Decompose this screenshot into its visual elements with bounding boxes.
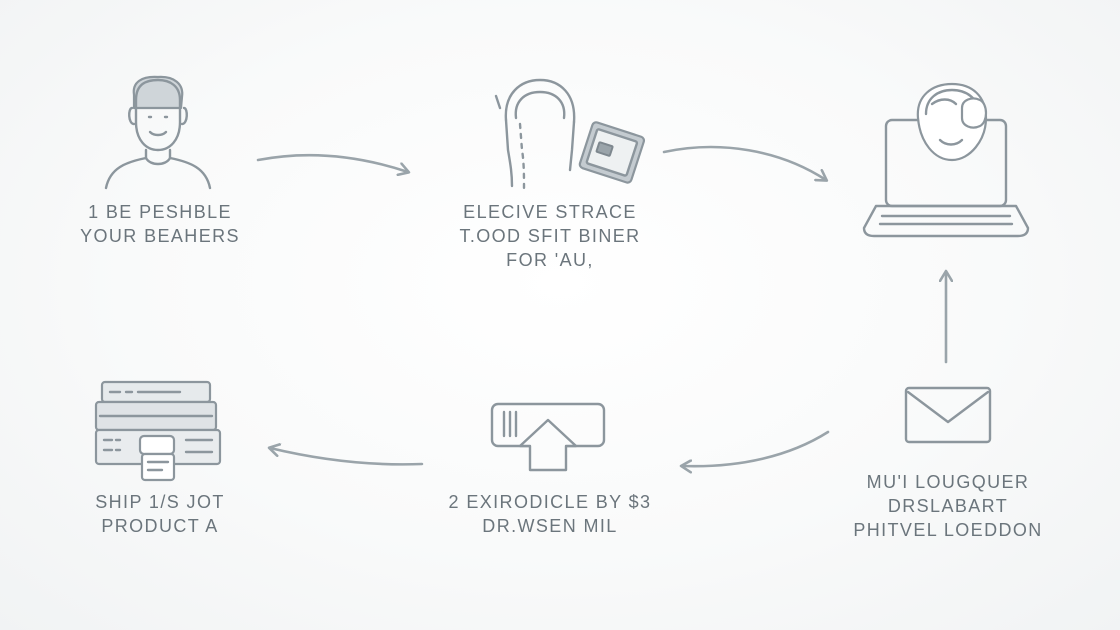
laptop-support-icon bbox=[862, 82, 1030, 238]
agent-label-line-2: T.OOD SFIT BINER bbox=[459, 226, 641, 246]
shipping-label: SHIP 1/S JOT PRODUCT A bbox=[60, 490, 260, 538]
arrow-customer-to-agent bbox=[256, 153, 408, 172]
mail-label-line-1: MU'I LOUGQUER bbox=[866, 472, 1030, 492]
shipping-label-line-2: PRODUCT A bbox=[101, 516, 219, 536]
agent-label-line-3: FOR 'AU, bbox=[506, 250, 594, 270]
mail-label: MU'I LOUGQUER DRSLABART PHITVEL LOEDDON bbox=[836, 470, 1060, 542]
mail-label-line-2: DRSLABART bbox=[887, 496, 1009, 516]
arrow-agent-to-computer bbox=[662, 145, 826, 180]
checkout-label: 2 EXIRODICLE BY $3 DR.WSEN MIL bbox=[420, 490, 680, 538]
agent-label: ELECIVE STRACE T.OOD SFIT BINER FOR 'AU, bbox=[440, 200, 660, 272]
envelope-icon bbox=[904, 386, 992, 444]
person-icon bbox=[104, 75, 212, 190]
checkout-label-line-2: DR.WSEN MIL bbox=[482, 516, 618, 536]
headset-agent-icon bbox=[494, 78, 646, 190]
customer-label-line-1: 1 BE PESHBLE bbox=[88, 202, 232, 222]
arrow-checkout-to-shipping bbox=[270, 448, 424, 466]
mail-label-line-3: PHITVEL LOEDDON bbox=[853, 520, 1043, 540]
arrow-mail-to-checkout bbox=[682, 430, 830, 466]
printer-stack-icon bbox=[94, 380, 222, 482]
upload-tray-icon bbox=[490, 402, 606, 472]
customer-label: 1 BE PESHBLE YOUR BEAHERS bbox=[60, 200, 260, 248]
agent-label-line-1: ELECIVE STRACE bbox=[463, 202, 637, 222]
shipping-label-line-1: SHIP 1/S JOT bbox=[95, 492, 225, 512]
checkout-label-line-1: 2 EXIRODICLE BY $3 bbox=[448, 492, 652, 512]
customer-label-line-2: YOUR BEAHERS bbox=[80, 226, 240, 246]
